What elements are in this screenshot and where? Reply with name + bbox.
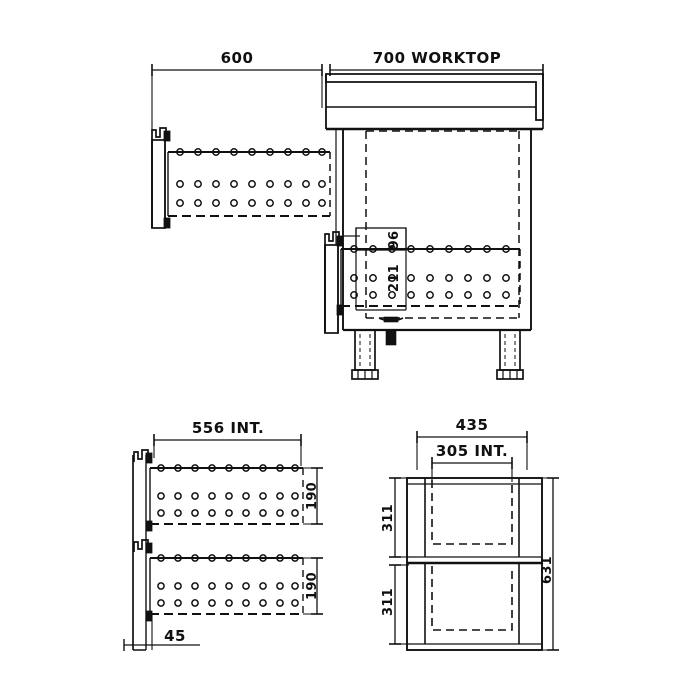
front-view <box>389 431 559 651</box>
dimension-631 <box>542 477 559 651</box>
dimension-label-190-upper: 190 <box>305 482 320 510</box>
upper-shelf-mount-rail <box>151 127 171 229</box>
dimension-435 <box>416 431 528 470</box>
dimension-label-631: 631 <box>540 556 555 584</box>
drain-fitting <box>378 316 404 346</box>
worktop-slab <box>325 73 544 131</box>
shelf-lower-perforations <box>157 554 299 607</box>
dimension-190-lower <box>303 557 323 615</box>
dimension-305 <box>431 457 513 482</box>
lower-shelf-perforations <box>350 245 510 299</box>
dimension-45 <box>123 615 200 651</box>
dimension-label-600: 600 <box>221 49 254 67</box>
dimension-label-211: 211 <box>387 264 402 292</box>
dimension-label-700-worktop: 700 WORKTOP <box>373 49 501 67</box>
lower-shelf-assembly <box>324 231 521 334</box>
front-view-upper-drawer <box>424 478 520 557</box>
dimension-label-311-lower: 311 <box>381 588 396 616</box>
dimension-label-556: 556 INT. <box>192 419 264 437</box>
dimension-label-311-upper: 311 <box>381 504 396 532</box>
dimension-label-96: 96 <box>387 231 402 250</box>
dimension-311-upper <box>389 477 409 558</box>
cabinet-interior-hidden-lines <box>365 130 520 319</box>
main-elevation-view <box>151 64 544 380</box>
dimension-311-lower <box>389 564 409 645</box>
lower-shelf-mount-rail <box>324 231 344 334</box>
shelf-upper-assembly <box>133 449 304 532</box>
upper-shelf-assembly <box>151 127 331 229</box>
dimension-556 <box>153 434 302 466</box>
cabinet-leg-left <box>351 329 379 380</box>
dimension-label-435: 435 <box>456 416 489 434</box>
front-view-lower-drawer <box>424 563 520 644</box>
shelf-upper-perforations <box>157 464 299 517</box>
cabinet-leg-right <box>496 329 524 380</box>
dimension-label-190-lower: 190 <box>305 572 320 600</box>
dimension-detail-box <box>344 227 407 311</box>
dimension-label-305: 305 INT. <box>436 442 508 460</box>
upper-shelf-perforations <box>176 148 326 207</box>
dimension-label-45: 45 <box>164 627 186 645</box>
dimension-190-upper <box>303 467 323 525</box>
shelf-side-view <box>123 434 323 651</box>
shelf-lower-assembly <box>133 539 304 622</box>
